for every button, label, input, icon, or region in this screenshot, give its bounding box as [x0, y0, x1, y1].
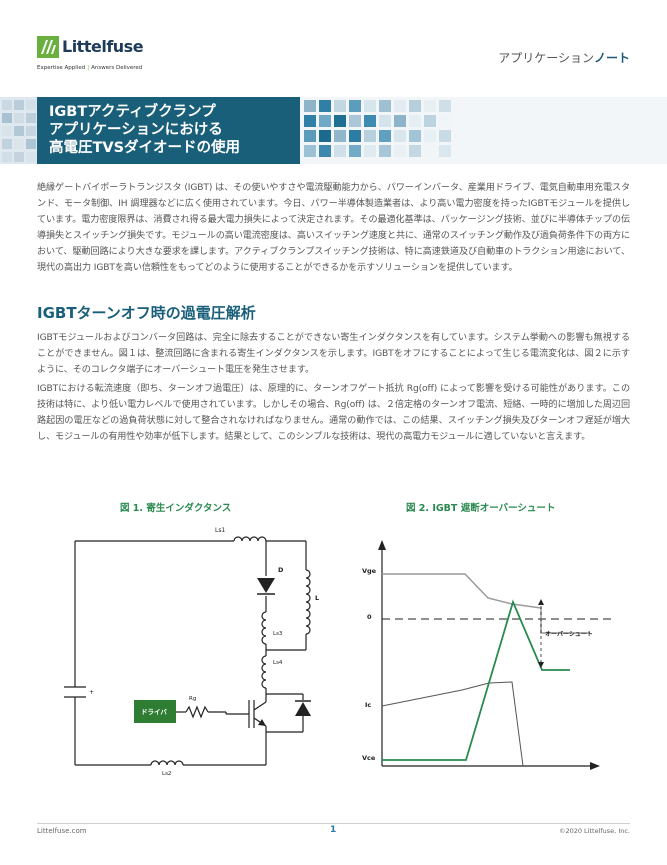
label-ls1: Ls1: [215, 527, 226, 534]
page-number: 1: [330, 825, 337, 835]
label-d: D: [278, 566, 284, 574]
document-title: IGBTアクティブクランプ アプリケーションにおける 高電圧TVSダイオードの使…: [37, 97, 300, 164]
label-overshoot: オーバーシュート: [545, 631, 593, 638]
decorative-tiles-left: [0, 97, 38, 164]
label-driver: ドライバ: [141, 708, 167, 716]
label-ls4: Ls4: [273, 660, 283, 666]
label-l: L: [315, 594, 320, 602]
section-paragraph-2: IGBTにおける転流速度（即ち、ターンオフ過電圧）は、原理的に、ターンオフゲート…: [37, 384, 630, 442]
brand-tagline: Expertise Applied|Answers Delivered: [37, 65, 143, 71]
title-band: IGBTアクティブクランプ アプリケーションにおける 高電圧TVSダイオードの使…: [0, 97, 667, 164]
decorative-tiles-right: [300, 97, 667, 164]
label-zero: 0: [367, 613, 372, 621]
brand-name: Littelfuse: [62, 37, 144, 56]
driver-block: [134, 700, 176, 723]
label-vce: Vce: [362, 754, 376, 762]
label-vge: Vge: [362, 567, 377, 575]
figure-1-title: 図 1. 寄生インダクタンス: [120, 503, 232, 514]
section-heading: IGBTターンオフ時の過電圧解析: [37, 304, 256, 322]
footer-copyright: ©2020 Littelfuse, Inc.: [558, 827, 630, 835]
label-ic: Ic: [365, 701, 372, 709]
littelfuse-logo: Littelfuse Expertise Applied|Answers Del…: [37, 36, 147, 76]
section-paragraph-1: IGBTモジュールおよびコンバータ回路は、完全に除去することができない寄生インダ…: [37, 333, 630, 375]
label-ls2: Ls2: [162, 771, 172, 777]
label-rg: Rg: [189, 696, 197, 702]
figure-2-title: 図 2. IGBT 遮断オーバーシュート: [406, 503, 556, 514]
footer-divider: [37, 823, 630, 824]
label-ls3: Ls3: [273, 631, 283, 637]
footer-website[interactable]: Littelfuse.com: [37, 827, 87, 835]
document-type: アプリケーションノート: [498, 51, 630, 65]
label-plus: +: [89, 689, 95, 696]
littelfuse-logo-icon: [37, 36, 59, 58]
intro-paragraph: 絶縁ゲートバイポーラトランジスタ (IGBT) は、その使いやすさや電流駆動能力…: [37, 183, 630, 273]
